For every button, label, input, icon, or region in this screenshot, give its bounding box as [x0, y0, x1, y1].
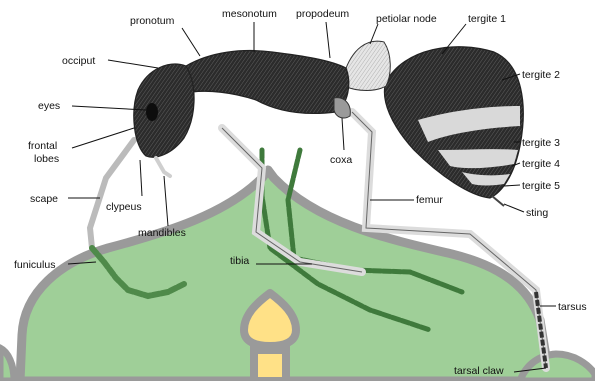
- label-scape: scape: [30, 193, 58, 205]
- mesosoma: [186, 51, 349, 114]
- leader-clypeus: [140, 160, 142, 196]
- label-tergite-2: tergite 2: [522, 69, 560, 81]
- label-femur: femur: [416, 194, 443, 206]
- bud-stem: [254, 350, 286, 381]
- label-clypeus: clypeus: [106, 201, 142, 213]
- label-tergite-3: tergite 3: [522, 137, 560, 149]
- leader-propodeum: [326, 22, 330, 58]
- petiole: [344, 41, 390, 90]
- label-eyes: eyes: [38, 100, 60, 112]
- label-mesonotum: mesonotum: [222, 8, 277, 20]
- gaster-band-2: [438, 149, 518, 168]
- label-tarsus: tarsus: [558, 301, 587, 313]
- leader-occiput: [108, 60, 158, 68]
- leader-sting: [504, 204, 524, 212]
- label-tarsal-claw: tarsal claw: [454, 365, 504, 377]
- label-tibia: tibia: [230, 255, 249, 267]
- sting-tip: [492, 196, 504, 206]
- compound-eye: [146, 103, 158, 121]
- label-propodeum: propodeum: [296, 8, 349, 20]
- coxa-shape: [334, 98, 350, 118]
- label-funiculus: funiculus: [14, 259, 55, 271]
- label-petiolar-node: petiolar node: [376, 13, 437, 25]
- label-sting: sting: [526, 207, 548, 219]
- left-leaf: [0, 348, 14, 381]
- leader-coxa: [342, 118, 344, 150]
- leader-frontal-lobes: [72, 128, 134, 148]
- label-frontal-lobes-1: frontal: [28, 140, 57, 152]
- label-coxa: coxa: [330, 154, 352, 166]
- label-mandibles: mandibles: [138, 227, 186, 239]
- leader-tergite-5: [504, 185, 520, 186]
- label-tergite-5: tergite 5: [522, 180, 560, 192]
- label-frontal-lobes-2: lobes: [34, 153, 59, 165]
- label-pronotum: pronotum: [130, 15, 175, 27]
- label-tergite-4: tergite 4: [522, 158, 560, 170]
- antenna-scape: [90, 140, 134, 248]
- leader-mandibles: [164, 176, 168, 226]
- plant-background: [0, 170, 595, 381]
- leader-pronotum: [182, 28, 200, 56]
- label-occiput: occiput: [62, 55, 95, 67]
- label-tergite-1: tergite 1: [468, 13, 506, 25]
- mandible: [156, 158, 170, 176]
- head: [134, 64, 194, 157]
